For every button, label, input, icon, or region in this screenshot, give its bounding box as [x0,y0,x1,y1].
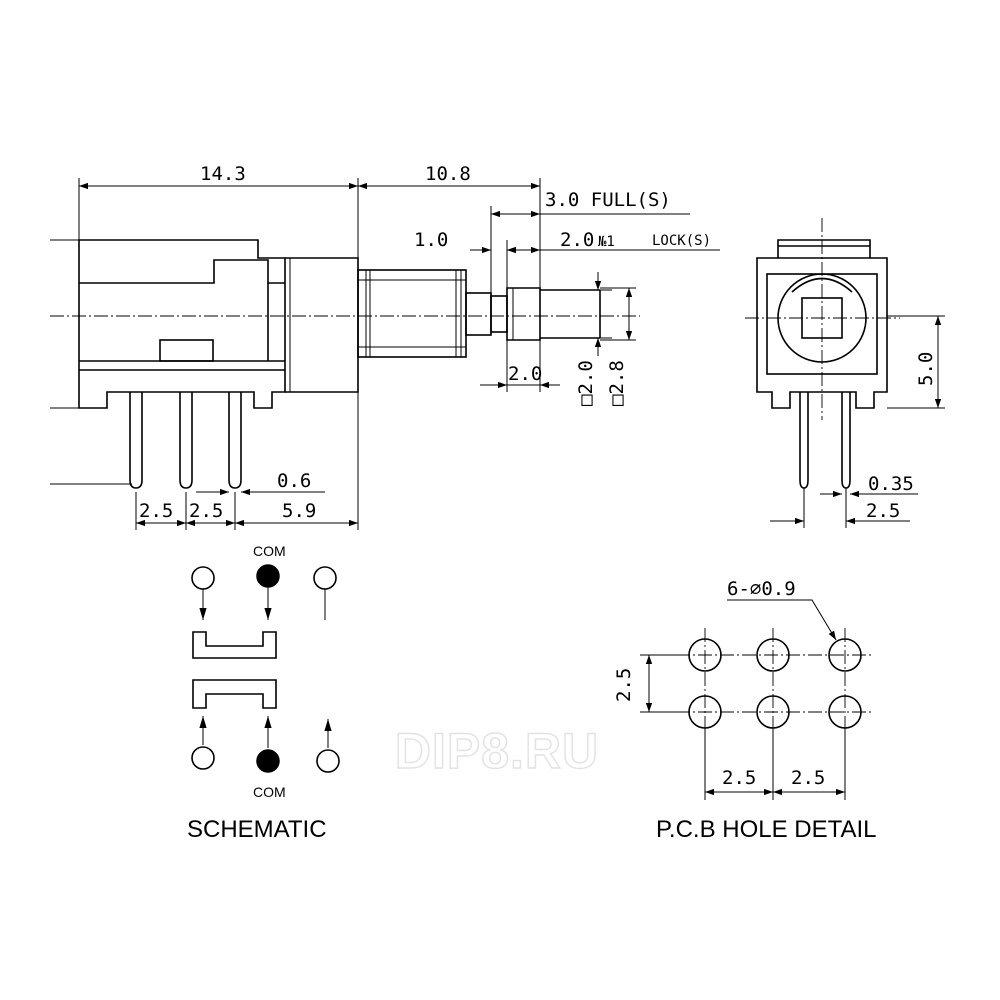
dim-stem-square-large: □2.8 [606,360,628,406]
pin [228,392,242,489]
side-view [50,239,640,489]
dim-pcb-col-pitch-2: 2.5 [791,767,825,789]
terminal-open [313,566,337,590]
terminal-open [191,566,215,590]
dim-pin-pitch-2: 2.5 [189,500,223,522]
dim-height: 5.0 [915,352,937,386]
switch-bridge-lower [192,679,277,709]
front-pin [841,392,851,489]
stem-body [357,269,467,358]
dim-lock-travel: 2.0 [560,229,594,251]
dim-body-length: 14.3 [200,163,246,185]
terminal-com [256,564,280,588]
terminal-open [316,749,340,773]
dim-side-pin-pitch: 2.5 [866,500,900,522]
dim-side-pin-width: 0.35 [868,473,914,495]
dim-stem-width: 2.0 [508,363,542,385]
terminal-open [191,746,215,770]
schematic-com-bottom: COM [253,784,286,800]
pcb-hole [828,638,862,672]
dim-pin-pitch-1: 2.5 [139,500,173,522]
dim-pin-width: 0.6 [277,470,311,492]
switch-bridge-upper [192,631,277,659]
stem-neck [465,292,492,336]
front-view [745,218,900,489]
dim-lock-label: LOCK(S) [652,233,711,249]
schematic-com-top: COM [253,543,286,559]
housing-outline [78,239,286,409]
side-view-dimensions: 14.3 10.8 3.0 FULL(S) 1.0 2.0 №1 LOCK(S)… [78,163,720,530]
dim-full-travel: 3.0 FULL(S) [545,189,671,211]
schematic: COM COM SCHEMATIC [187,543,340,843]
pcb-hole-leader [727,599,837,641]
dim-pcb-row-pitch: 2.5 [613,668,635,702]
front-pin [799,392,809,489]
housing-window [159,339,214,362]
pin [129,392,143,489]
dim-actuator-length: 10.8 [425,163,471,185]
front-arc [791,277,853,293]
dim-pin-to-front: 5.9 [282,500,316,522]
front-housing [756,257,888,409]
actuator-tip [506,287,541,341]
terminal-com [256,749,280,773]
pcb-title: P.C.B HOLE DETAIL [656,816,877,843]
dim-stem-square-small: □2.0 [575,360,597,406]
dim-pcb-holes: 6-∅0.9 [727,578,796,600]
dim-pcb-col-pitch-1: 2.5 [722,767,756,789]
pin [179,392,193,489]
pins [129,392,242,489]
watermark-text: DIP8.RU [395,723,599,779]
pcb-hole [756,638,790,672]
stem-collar [490,295,508,333]
pcb-hole-detail: 6-∅0.9 2.5 2.5 2.5 P.C.B HOLE DETAIL [613,578,877,843]
front-view-dimensions: 5.0 0.35 2.5 [770,315,945,528]
front-top-tab [777,239,871,258]
schematic-title: SCHEMATIC [187,816,327,843]
housing-step [79,259,285,284]
front-block [285,257,359,393]
dim-step: 1.0 [414,229,448,251]
dim-no-mark: №1 [598,234,615,250]
